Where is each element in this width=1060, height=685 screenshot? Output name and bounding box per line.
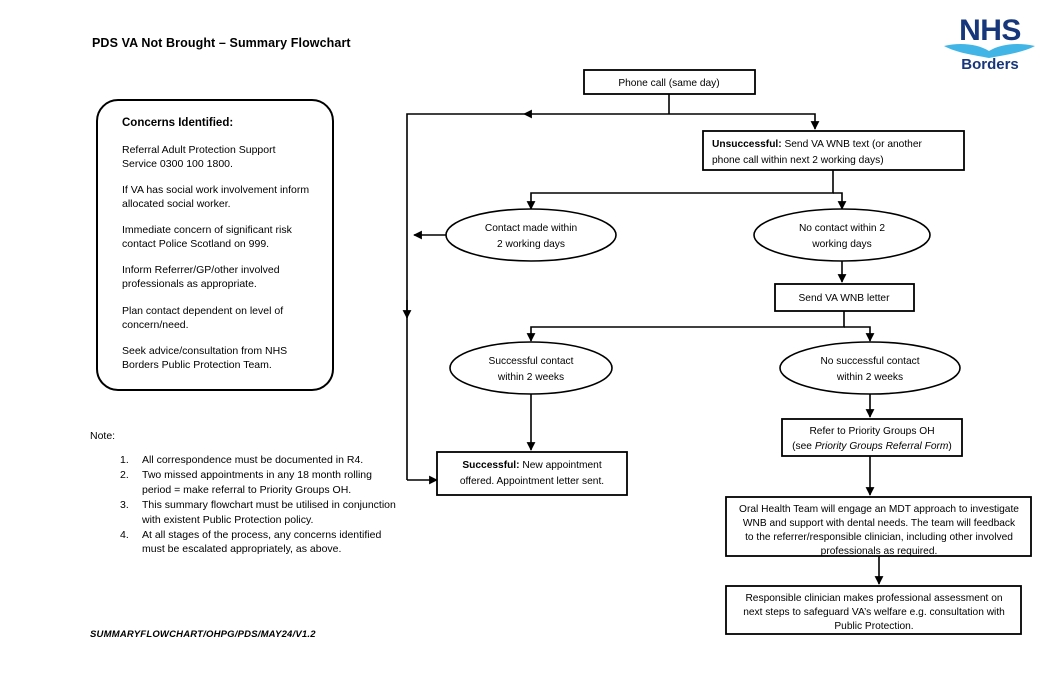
node-no-successful-contact-line2: within 2 weeks <box>836 372 903 383</box>
concerns-list: Referral Adult Protection Support Servic… <box>122 143 312 372</box>
note-text: Two missed appointments in any 18 month … <box>142 468 372 496</box>
edge-bus-to-unsuccessful <box>669 113 820 130</box>
note-text: At all stages of the process, any concer… <box>142 528 382 556</box>
node-oral-health-line3: to the referrer/responsible clinician, i… <box>745 532 1013 543</box>
page-title: PDS VA Not Brought – Summary Flowchart <box>92 36 351 50</box>
note-number: 3. <box>120 498 129 511</box>
node-refer-priority-groups-shape <box>781 418 963 457</box>
edge-left-spine <box>406 113 524 480</box>
node-no-contact: No contact within 2 working days <box>753 208 931 262</box>
node-send-letter-shape <box>774 283 915 312</box>
nhs-borders-logo: NHS Borders <box>944 14 1035 72</box>
node-responsible-clinician-line1: Responsible clinician makes professional… <box>745 593 1002 604</box>
concerns-identified-panel: Concerns Identified: Referral Adult Prot… <box>96 99 334 391</box>
node-successful-outcome-line2: offered. Appointment letter sent. <box>460 476 604 487</box>
node-oral-health-team: Oral Health Team will engage an MDT appr… <box>725 496 1032 557</box>
node-successful-contact-shape <box>449 341 613 395</box>
node-phone-call-shape <box>583 69 756 95</box>
concerns-item: Inform Referrer/GP/other involved profes… <box>122 264 280 291</box>
node-refer-priority-line2: (see Priority Groups Referral Form) <box>792 441 952 452</box>
notes-block: Note: 1. All correspondence must be docu… <box>90 430 400 557</box>
node-contact-made: Contact made within 2 working days <box>445 208 617 262</box>
node-refer-priority-post: ) <box>948 441 951 452</box>
note-text: All correspondence must be documented in… <box>142 454 364 466</box>
node-unsuccessful-shape <box>702 130 965 171</box>
node-refer-priority-pre: (see <box>792 441 815 452</box>
node-no-contact-line2: working days <box>811 239 871 250</box>
node-successful-outcome-shape <box>436 451 628 496</box>
concerns-item: Plan contact dependent on level of conce… <box>122 304 284 331</box>
node-responsible-clinician-line3: Public Protection. <box>834 621 913 632</box>
node-unsuccessful-line1: Unsuccessful: Send VA WNB text (or anoth… <box>712 139 922 150</box>
node-successful-contact-line2: within 2 weeks <box>497 372 564 383</box>
note-item: 3. This summary flowchart must be utilis… <box>90 498 400 528</box>
node-refer-priority-form-name: Priority Groups Referral Form <box>815 441 949 452</box>
node-no-contact-line1: No contact within 2 <box>799 223 885 234</box>
node-responsible-clinician-shape <box>725 585 1022 635</box>
node-successful-outcome-bold: Successful: <box>462 460 519 471</box>
node-oral-health-line1: Oral Health Team will engage an MDT appr… <box>739 504 1019 515</box>
node-successful-contact: Successful contact within 2 weeks <box>449 341 613 395</box>
node-no-successful-contact-shape <box>779 341 961 395</box>
node-successful-outcome: Successful: New appointment offered. App… <box>436 451 628 496</box>
node-unsuccessful-rest: Send VA WNB text (or another <box>782 139 923 150</box>
node-no-successful-contact-line1: No successful contact <box>820 356 919 367</box>
notes-label: Note: <box>90 430 116 442</box>
node-successful-outcome-rest: New appointment <box>520 460 602 471</box>
note-item: 1. All correspondence must be documented… <box>90 453 400 468</box>
node-successful-outcome-line1: Successful: New appointment <box>462 460 601 471</box>
node-unsuccessful-line2: phone call within next 2 working days) <box>712 155 884 166</box>
node-responsible-clinician-line2: next steps to safeguard VA’s welfare e.g… <box>743 607 1005 618</box>
concerns-item: Seek advice/consultation from NHS Border… <box>122 344 288 371</box>
edge-unsuccessful-to-no-contact <box>833 192 847 210</box>
node-unsuccessful-bold: Unsuccessful: <box>712 139 782 150</box>
node-responsible-clinician: Responsible clinician makes professional… <box>725 585 1022 635</box>
node-oral-health-line4: professionals as required. <box>821 546 938 557</box>
note-item: 2. Two missed appointments in any 18 mon… <box>90 468 400 498</box>
node-oral-health-line2: WNB and support with dental needs. The t… <box>743 518 1016 529</box>
concerns-item: If VA has social work involvement inform… <box>122 184 310 211</box>
concerns-item: Immediate concern of significant risk co… <box>122 224 292 251</box>
node-contact-made-line2: 2 working days <box>497 239 565 250</box>
footer-reference: SUMMARYFLOWCHART/OHPG/PDS/MAY24/V1.2 <box>90 629 316 640</box>
note-number: 1. <box>120 454 129 466</box>
node-phone-call-label: Phone call (same day) <box>618 78 719 89</box>
node-refer-priority-line1: Refer to Priority Groups OH <box>809 426 934 437</box>
notes-list: 1. All correspondence must be documented… <box>90 453 400 557</box>
node-send-letter: Send VA WNB letter <box>774 283 915 312</box>
node-no-successful-contact: No successful contact within 2 weeks <box>779 341 961 395</box>
node-contact-made-line1: Contact made within <box>485 223 577 234</box>
node-refer-priority-groups: Refer to Priority Groups OH (see Priorit… <box>781 418 963 457</box>
node-unsuccessful: Unsuccessful: Send VA WNB text (or anoth… <box>702 130 965 171</box>
edge-unsuccessful-to-contact-made <box>526 170 834 210</box>
note-number: 4. <box>120 528 129 541</box>
node-successful-contact-line1: Successful contact <box>489 356 574 367</box>
node-oral-health-team-shape <box>725 496 1032 557</box>
logo-wave-icon <box>944 43 1035 58</box>
node-no-contact-shape <box>753 208 931 262</box>
edge-letter-to-successful-contact <box>526 311 845 342</box>
node-phone-call: Phone call (same day) <box>583 69 756 95</box>
concerns-heading: Concerns Identified: <box>122 117 234 129</box>
note-text: This summary flowchart must be utilised … <box>142 498 396 526</box>
note-number: 2. <box>120 468 129 481</box>
note-item: 4. At all stages of the process, any con… <box>90 528 400 558</box>
node-contact-made-shape <box>445 208 617 262</box>
logo-nhs-text: NHS <box>959 14 1021 47</box>
node-send-letter-label: Send VA WNB letter <box>799 293 891 304</box>
logo-borders-text: Borders <box>961 56 1019 72</box>
edge-letter-to-no-successful-contact <box>844 326 875 342</box>
concerns-item: Referral Adult Protection Support Servic… <box>122 144 276 171</box>
